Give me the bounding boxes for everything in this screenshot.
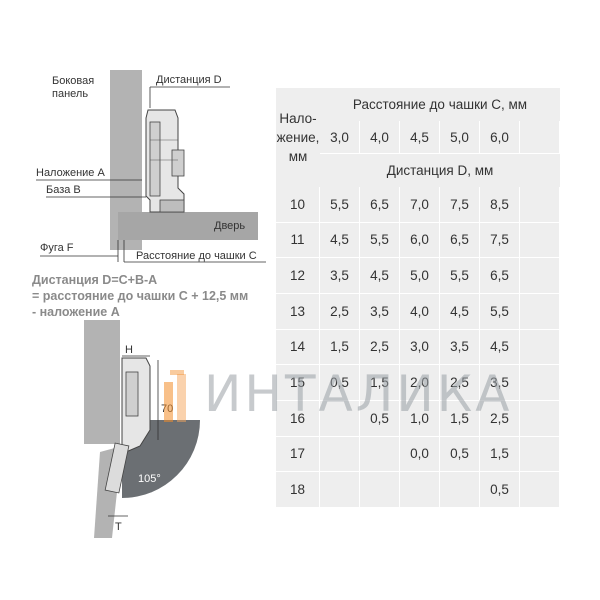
distance-value-cell: 2,5 — [480, 400, 520, 437]
distance-value-cell: 6,5 — [480, 258, 520, 294]
distance-value-cell: 6,5 — [360, 187, 400, 223]
distance-value-cell — [520, 329, 560, 366]
watermark-text: ИНТАЛИКА — [204, 365, 513, 423]
distance-value-cell — [520, 400, 560, 437]
overlay-value-cell: 10 — [276, 187, 320, 223]
distance-value-cell: 6,5 — [440, 222, 480, 259]
distance-value-cell: 3,5 — [320, 258, 360, 294]
formula-line-3: - наложение A — [32, 305, 120, 319]
distance-value-cell: 3,5 — [440, 329, 480, 366]
hinge-top-shape — [145, 109, 185, 213]
gap-f-label: Фуга F — [40, 242, 74, 254]
distance-value-cell: 7,0 — [400, 187, 440, 223]
cup-distance-c-label: Расстояние до чашки C — [136, 250, 257, 262]
overlay-header-line-1: Нало- — [279, 111, 317, 126]
cup-value-cell: 4,5 — [400, 121, 440, 154]
distance-value-cell: 0,5 — [320, 365, 360, 401]
overlay-header-line-2: жение, — [276, 130, 320, 145]
distance-value-cell: 3,5 — [360, 293, 400, 330]
base-b-label: База B — [46, 184, 81, 196]
distance-value-cell: 0,5 — [360, 400, 400, 437]
distance-value-cell: 1,5 — [480, 436, 520, 473]
distance-value-cell — [520, 436, 560, 473]
angle-label: 105° — [138, 473, 161, 485]
distance-value-cell — [320, 472, 360, 508]
distance-value-cell — [360, 436, 400, 473]
door-shape — [118, 212, 258, 240]
distance-value-cell — [520, 472, 560, 508]
distance-value-cell: 7,5 — [480, 222, 520, 259]
cup-value-cell: 4,0 — [360, 121, 400, 154]
dim-t-label: T — [115, 521, 122, 533]
door-label: Дверь — [214, 220, 245, 232]
distance-value-cell: 2,5 — [320, 293, 360, 330]
distance-value-cell — [520, 187, 560, 223]
intalika-logo-icon — [164, 370, 186, 422]
overlay-header-line-3: мм — [288, 149, 308, 164]
distance-value-cell: 3,0 — [400, 329, 440, 366]
cup-distance-header: Расстояние до чашки C, мм — [352, 97, 528, 112]
side-panel-label-2: панель — [52, 88, 88, 100]
distance-value-cell — [520, 222, 560, 259]
distance-value-cell: 4,0 — [400, 293, 440, 330]
distance-value-cell: 2,5 — [360, 329, 400, 366]
distance-value-cell: 2,0 — [400, 365, 440, 401]
distance-value-cell — [520, 293, 560, 330]
distance-value-cell: 5,5 — [320, 187, 360, 223]
side-panel-label-1: Боковая — [52, 75, 94, 87]
overlay-value-cell: 18 — [276, 472, 320, 508]
distance-d-label: Дистанция D — [156, 74, 222, 86]
distance-value-cell: 0,0 — [400, 436, 440, 473]
distance-value-cell — [400, 472, 440, 508]
distance-value-cell: 3,5 — [480, 365, 520, 401]
overlay-value-cell: 16 — [276, 400, 320, 437]
distance-table: Нало- жение, мм Расстояние до чашки C, м… — [276, 88, 560, 508]
distance-value-cell: 1,5 — [360, 365, 400, 401]
overlay-value-cell: 11 — [276, 222, 320, 259]
distance-d-header: Дистанция D, мм — [386, 163, 494, 178]
distance-value-cell: 1,0 — [400, 400, 440, 437]
dim-h-label: H — [125, 344, 133, 356]
distance-value-cell: 1,5 — [440, 400, 480, 437]
distance-value-cell: 0,5 — [440, 436, 480, 473]
distance-value-cell — [520, 258, 560, 294]
cup-value-cell: 6,0 — [480, 121, 520, 154]
distance-value-cell: 8,5 — [480, 187, 520, 223]
distance-value-cell: 4,5 — [360, 258, 400, 294]
distance-formula: Дистанция D=C+B-A = расстояние до чашки … — [32, 272, 248, 320]
distance-value-cell: 4,5 — [480, 329, 520, 366]
distance-value-cell: 5,5 — [480, 293, 520, 330]
distance-value-cell: 6,0 — [400, 222, 440, 259]
distance-value-cell — [360, 472, 400, 508]
cup-value-cell: 3,0 — [320, 121, 360, 154]
overlay-value-cell: 15 — [276, 365, 320, 401]
hinge-bottom-shape — [104, 357, 151, 494]
cup-value-cell: 5,0 — [440, 121, 480, 154]
distance-value-cell: 4,5 — [320, 222, 360, 259]
distance-value-cell: 5,0 — [400, 258, 440, 294]
overlay-column-header: Нало- жение, мм — [276, 88, 320, 187]
overlay-value-cell: 13 — [276, 293, 320, 330]
overlay-value-cell: 14 — [276, 329, 320, 366]
distance-value-cell: 5,5 — [360, 222, 400, 259]
overlay-value-cell: 12 — [276, 258, 320, 294]
distance-value-cell: 5,5 — [440, 258, 480, 294]
distance-value-cell — [520, 365, 560, 401]
distance-value-cell: 1,5 — [320, 329, 360, 366]
distance-value-cell: 0,5 — [480, 472, 520, 508]
overlay-value-cell: 17 — [276, 436, 320, 473]
distance-value-cell: 7,5 — [440, 187, 480, 223]
distance-value-cell: 2,5 — [440, 365, 480, 401]
side-panel-bottom-shape — [84, 320, 120, 444]
cup-value-cell — [520, 121, 560, 154]
distance-value-cell — [320, 436, 360, 473]
formula-line-1: Дистанция D=C+B-A — [32, 273, 158, 287]
distance-value-cell — [320, 400, 360, 437]
overlay-a-label: Наложение A — [36, 167, 105, 179]
distance-value-cell — [440, 472, 480, 508]
distance-value-cell: 4,5 — [440, 293, 480, 330]
formula-line-2: = расстояние до чашки C + 12,5 мм — [32, 289, 249, 303]
